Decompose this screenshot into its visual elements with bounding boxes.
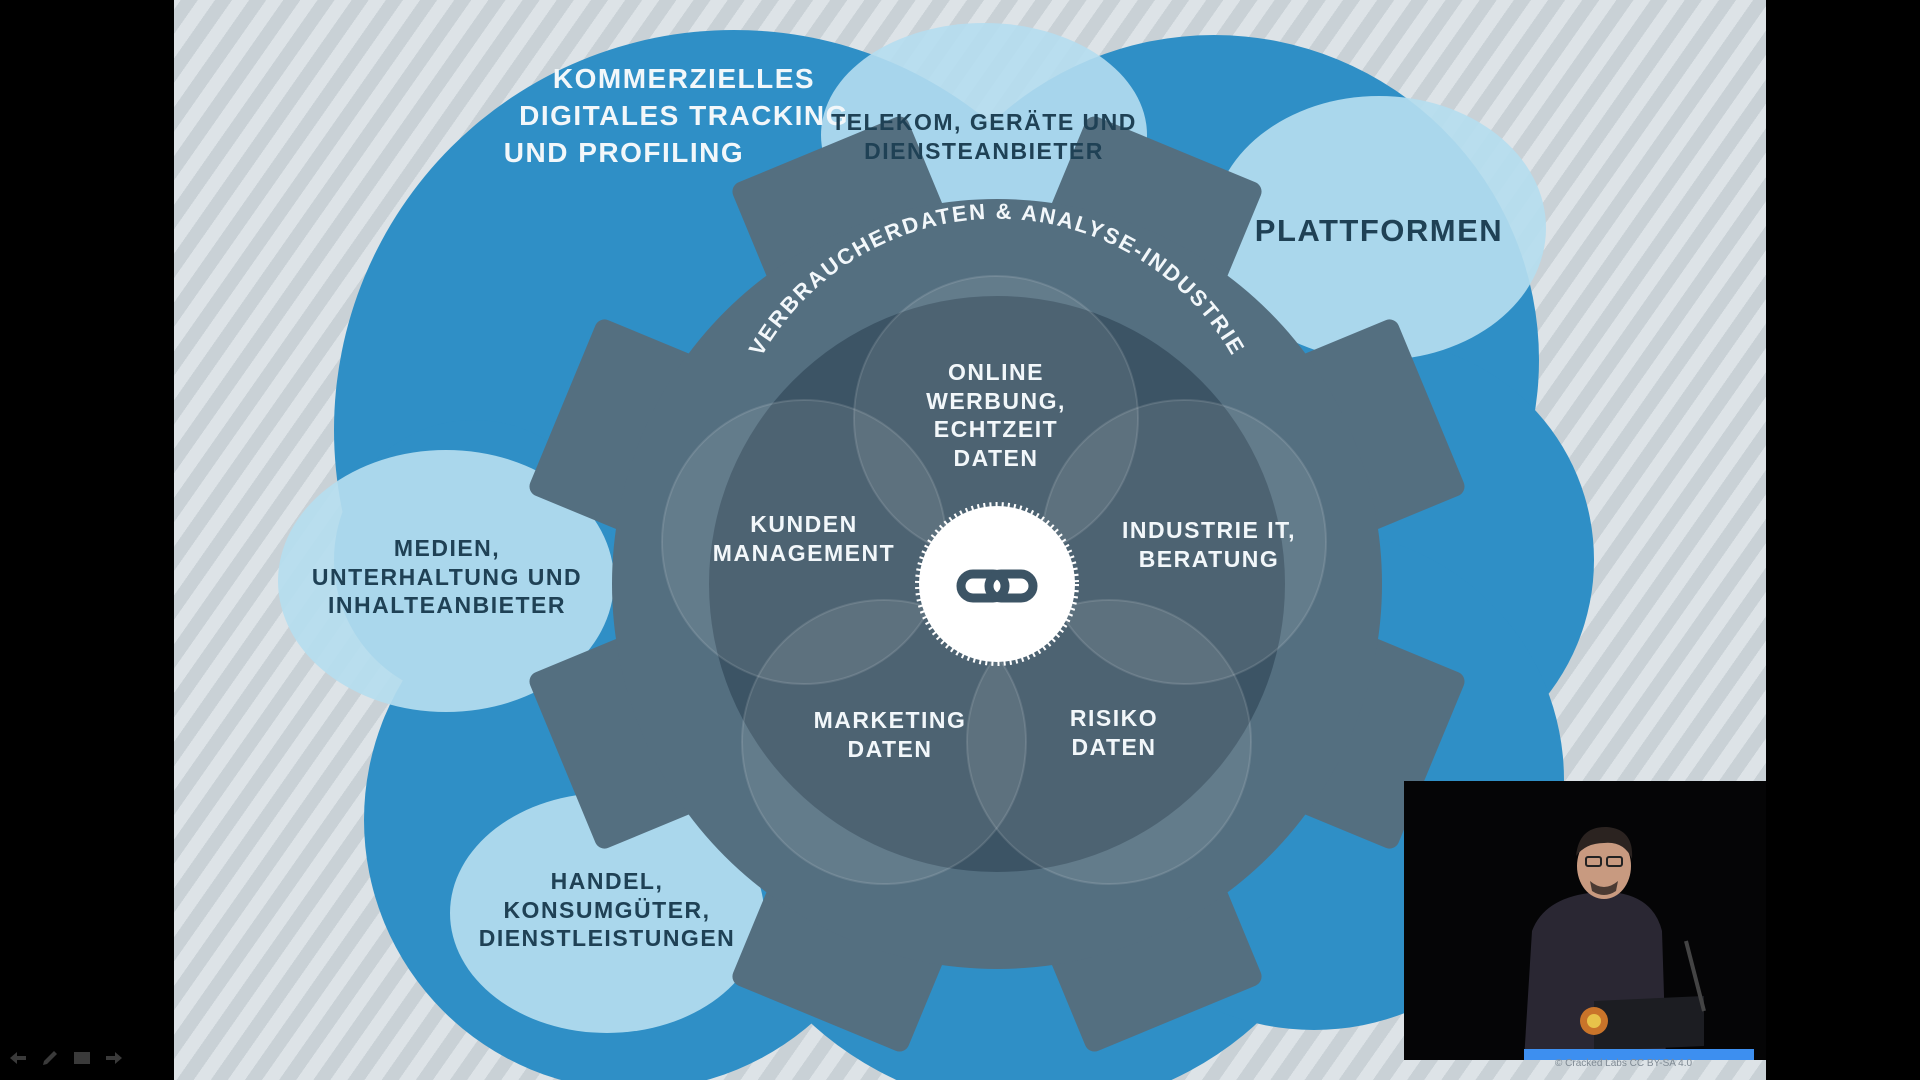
pencil-icon[interactable] [40,1048,60,1068]
speaker-video-icon [1404,781,1766,1060]
handel-label: HANDEL, KONSUMGÜTER, DIENSTLEISTUNGEN [478,868,736,952]
venn-circles [661,275,1327,885]
slide-credit: © Cracked Labs CC BY-SA 4.0 [1555,1058,1693,1069]
chain-link-icon [956,569,1038,603]
marketing-daten-label: MARKETING DATEN [813,707,967,762]
plattformen-bubble [1212,96,1546,360]
handel-bubble [450,793,764,1033]
arrow-right-icon[interactable] [104,1048,124,1068]
diagram-title: KOMMERZIELLES DIGITALES TRACKING UND PRO… [503,63,849,169]
speaker-video [1404,781,1766,1060]
medien-bubble [278,450,614,712]
medien-label: MEDIEN, UNTERHALTUNG UND INHALTEANBIETER [311,535,583,619]
presentation-slide: VERBRAUCHERDATEN & ANALYSE-INDUSTRIE KOM… [174,0,1766,1080]
kunden-management-label: KUNDEN MANAGEMENT [712,511,896,566]
industrie-it-label: INDUSTRIE IT, BERATUNG [1121,517,1297,572]
risiko-daten-label: RISIKO DATEN [1069,705,1159,760]
ecosystem-diagram: VERBRAUCHERDATEN & ANALYSE-INDUSTRIE [278,23,1594,1080]
arrow-left-icon[interactable] [8,1048,28,1068]
center-badge [915,502,1079,666]
menu-icon[interactable] [72,1048,92,1068]
plattformen-label: PLATTFORMEN [1254,213,1504,248]
telekom-label: TELEKOM, GERÄTE UND DIENSTEANBIETER [831,109,1137,164]
online-werbung-label: ONLINE WERBUNG, ECHTZEIT DATEN [926,359,1066,471]
